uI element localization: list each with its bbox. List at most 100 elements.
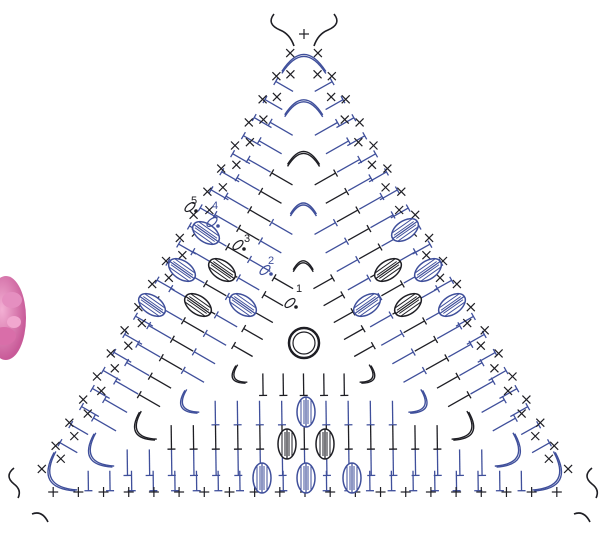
round-number-label: 5 <box>191 195 197 207</box>
chain-loop <box>290 205 316 216</box>
puff-stitch-ellipse <box>391 289 426 321</box>
stitch-post <box>183 321 204 333</box>
stitch-post <box>315 123 338 136</box>
stitch-post <box>326 141 349 154</box>
stitch-post <box>326 241 347 253</box>
stitch-post <box>459 363 482 376</box>
stitch-bar <box>231 150 235 157</box>
puff-stitch-ellipse <box>181 289 216 321</box>
stitch-post <box>324 295 343 306</box>
stitch-bar <box>434 336 438 343</box>
stitch-bar <box>268 119 272 126</box>
stitch-post <box>216 315 237 327</box>
stitch-bar <box>445 354 449 361</box>
round-number-label: 3 <box>244 233 250 245</box>
stitch-post <box>532 443 549 453</box>
stitch-post <box>259 141 282 154</box>
stitch-post <box>315 223 336 235</box>
stitch-bar <box>341 291 345 298</box>
stitch-bar <box>226 243 230 250</box>
stitch-post <box>127 363 150 376</box>
stitch-post <box>334 312 353 323</box>
stitch-post <box>315 173 336 185</box>
stitch-post <box>94 418 117 431</box>
stitch-post <box>261 241 282 253</box>
corner-chain-group <box>9 468 48 522</box>
chain-loop <box>234 365 247 383</box>
chain-loop <box>288 153 320 166</box>
stitch-bar <box>192 348 196 355</box>
stitch-bar <box>411 349 415 356</box>
stitch-post <box>381 284 402 296</box>
stitch-bar <box>374 150 378 157</box>
stitch-post <box>60 443 77 453</box>
stitch-bar <box>270 169 274 176</box>
puff-stitch-ellipse <box>135 289 170 321</box>
stitch-post <box>248 159 271 172</box>
stitch-post <box>326 100 343 110</box>
stitch-bar <box>367 275 371 282</box>
stitch-bar <box>241 132 245 139</box>
black-rounds <box>9 14 597 522</box>
stitch-bar <box>232 342 236 349</box>
stitch-post <box>233 154 250 164</box>
stitch-bar <box>471 313 475 320</box>
stitch-bar <box>515 385 519 392</box>
stitch-post <box>359 247 380 259</box>
stitch-post <box>448 344 471 357</box>
round-number-label: 2 <box>268 255 274 267</box>
stitch-bar <box>406 205 410 212</box>
stitch-post <box>205 284 226 296</box>
slip-stitch-dot <box>242 247 246 251</box>
chain-loop <box>314 14 337 46</box>
stitch-post <box>114 352 131 362</box>
stitch-post <box>413 244 430 254</box>
stitch-bar <box>203 330 207 337</box>
stitch-post <box>404 321 425 333</box>
stitch-post <box>392 352 413 364</box>
stitch-post <box>237 178 260 191</box>
stitch-bar <box>225 293 229 300</box>
slip-stitch-dot <box>294 305 298 309</box>
stitch-post <box>437 326 460 339</box>
stitch-bar <box>170 336 174 343</box>
stitch-post <box>415 339 436 351</box>
stitch-bar <box>334 170 338 177</box>
stitch-bar <box>389 312 393 319</box>
stitch-bar <box>361 325 365 332</box>
stitch-post <box>139 395 160 407</box>
stitch-post <box>172 339 193 351</box>
stitch-post <box>370 315 391 327</box>
stitch-post <box>354 346 373 357</box>
chain-loop <box>410 390 427 413</box>
stitch-post <box>244 329 263 340</box>
stitch-post <box>478 353 495 363</box>
stitch-post <box>348 229 369 241</box>
stitch-post <box>359 196 382 209</box>
stitch-bar <box>242 325 246 332</box>
stitch-post <box>276 81 293 91</box>
stitch-bar <box>203 280 207 287</box>
stitch-post <box>149 326 172 339</box>
stitch-bar <box>504 367 508 374</box>
chain-loop <box>9 468 19 498</box>
stitch-bar <box>352 114 356 121</box>
stitch-bar <box>422 367 426 374</box>
stitch-post <box>337 159 360 172</box>
stitch-post <box>348 178 371 191</box>
stitch-bar <box>237 225 241 232</box>
stitch-post <box>437 376 458 388</box>
stitch-bar <box>252 114 256 121</box>
stitch-post <box>272 222 293 234</box>
stitch-bar <box>356 207 360 214</box>
stitch-bar <box>336 119 340 126</box>
puff-stitch-ellipse <box>316 429 334 459</box>
stitch-post <box>326 192 347 204</box>
stitch-bar <box>177 241 181 248</box>
stitch-bar <box>363 132 367 139</box>
center-ring <box>289 328 319 358</box>
stitch-bar <box>133 313 137 320</box>
stitch-post <box>138 344 161 357</box>
stitch-bar <box>262 291 266 298</box>
